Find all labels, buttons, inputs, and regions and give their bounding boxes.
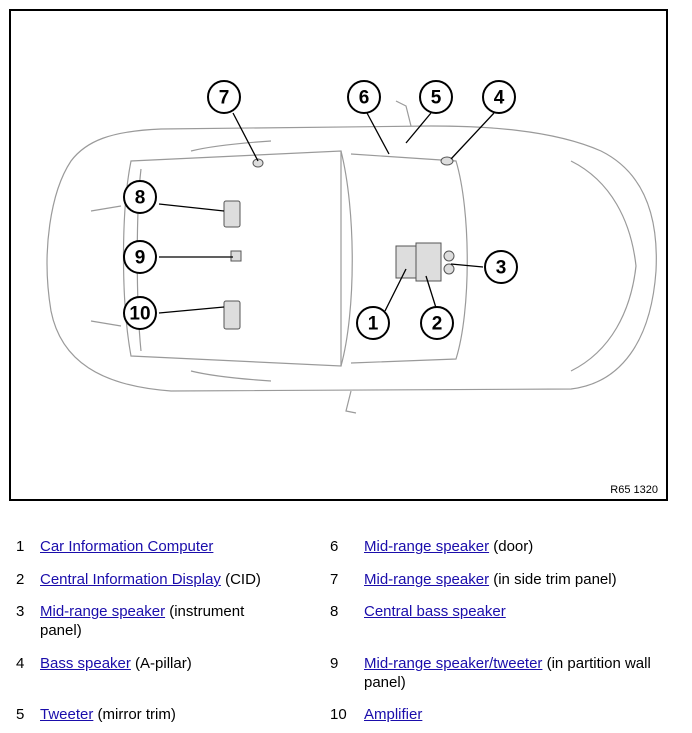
legend-number: 8 [330,603,339,620]
legend-description: Central Information Display (CID) [40,570,290,589]
legend-link[interactable]: Central Information Display [40,571,221,588]
diagram-frame: 1 2 3 4 5 6 7 8 9 10 R65 1320 [9,9,668,501]
legend-description: Mid-range speaker/tweeter (in partition … [364,654,689,692]
callout-7: 7 [207,80,241,114]
callout-number: 6 [359,88,370,109]
callout-1: 1 [356,306,390,340]
callout-leader-lines [158,112,495,314]
legend-qualifier: (CID) [220,571,261,588]
callout-group: 1 2 3 4 5 6 7 8 9 10 [123,80,518,340]
legend-number: 4 [16,655,25,672]
legend-number: 10 [330,706,347,723]
callout-circle [347,80,381,114]
legend-qualifier: (A-pillar) [130,655,192,672]
callout-circle [420,306,454,340]
callout-circle [123,296,157,330]
legend-number: 6 [330,538,339,555]
legend-link[interactable]: Mid-range speaker/tweeter [364,655,543,672]
callout-5: 5 [419,80,453,114]
legend-number: 1 [16,538,25,555]
legend-description: Central bass speaker [364,602,689,621]
legend-link[interactable]: Mid-range speaker [364,538,490,555]
callout-circle [123,240,157,274]
callout-number: 7 [219,88,230,109]
legend-description: Car Information Computer [40,537,290,556]
callout-6: 6 [347,80,381,114]
callout-circle [419,80,453,114]
callout-9: 9 [123,240,157,274]
figure-code: R65 1320 [610,484,658,496]
legend-qualifier: (door) [489,538,534,555]
legend-link[interactable]: Central bass speaker [364,603,506,620]
callout-number: 9 [135,248,146,269]
callout-number: 4 [494,88,505,109]
car-top-view-diagram: 1 2 3 4 5 6 7 8 9 10 [46,80,657,414]
legend-number: 7 [330,571,339,588]
legend-description: Tweeter (mirror trim) [40,705,290,724]
callout-number: 5 [431,88,442,109]
callout-circle [484,250,518,284]
legend-link[interactable]: Bass speaker [40,655,131,672]
legend-qualifier: (in partition wall panel) [364,655,651,691]
legend-number: 2 [16,571,25,588]
legend-description: Bass speaker (A-pillar) [40,654,290,673]
callout-2: 2 [420,306,454,340]
legend-description: Mid-range speaker (in side trim panel) [364,570,689,589]
callout-number: 8 [135,188,146,209]
callout-circle [207,80,241,114]
legend-link[interactable]: Car Information Computer [40,538,214,555]
callout-number: 2 [432,314,443,335]
legend-link[interactable]: Amplifier [364,706,423,723]
callout-circle [356,306,390,340]
legend-link[interactable]: Mid-range speaker [364,571,490,588]
callout-number: 1 [368,314,379,335]
legend-qualifier: (instrument panel) [40,603,245,639]
legend-qualifier: (mirror trim) [93,706,176,723]
callout-circle [123,180,157,214]
legend-link[interactable]: Tweeter [40,706,94,723]
legend-link[interactable]: Mid-range speaker [40,603,166,620]
legend-description: Amplifier [364,705,689,724]
legend-description: Mid-range speaker (door) [364,537,689,556]
legend-number: 3 [16,603,25,620]
callout-circle [482,80,516,114]
callout-number: 10 [129,304,150,325]
callout-4: 4 [482,80,516,114]
callout-8: 8 [123,180,157,214]
callout-10: 10 [123,296,157,330]
callout-number: 3 [496,258,507,279]
legend-description: Mid-range speaker (instrument panel) [40,602,290,640]
car-components [223,156,455,330]
legend-number: 9 [330,655,339,672]
legend-number: 5 [16,706,25,723]
callout-3: 3 [484,250,518,284]
legend-qualifier: (in side trim panel) [489,571,617,588]
